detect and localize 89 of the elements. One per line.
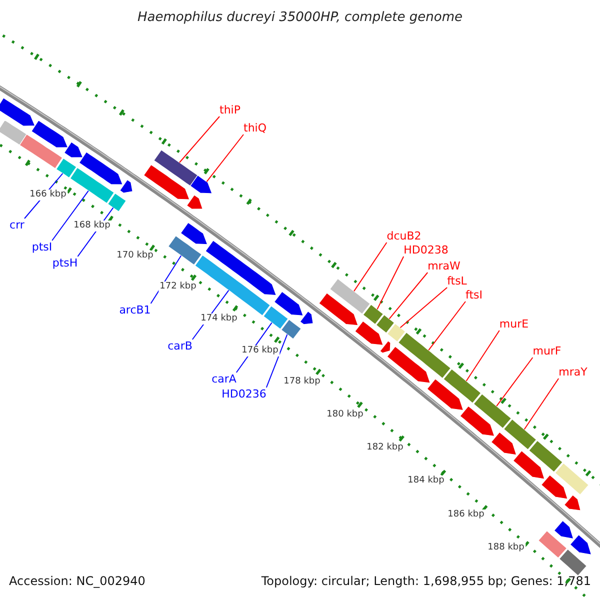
scale-label: 170 kbp (116, 250, 154, 262)
scale-label: 168 kbp (72, 220, 112, 232)
gene-bar (443, 368, 482, 404)
leader-line (524, 378, 560, 430)
gene-bar (473, 393, 512, 429)
gene-feature (78, 152, 124, 185)
scale-label: 178 kbp (282, 376, 322, 388)
gene-name: HD0238 (404, 244, 448, 256)
leader-line (376, 256, 404, 310)
gene-feature (186, 194, 204, 210)
gene-name: dcuB2 (386, 230, 422, 242)
gene-name: ptsH (52, 256, 78, 270)
gene-feature (554, 520, 574, 540)
leader-line (179, 116, 220, 163)
accession-text: Accession: NC_002940 (9, 574, 146, 589)
scale-label: 180 kbp (326, 410, 364, 420)
gene-name: crr (10, 218, 24, 232)
gene-feature (0, 97, 36, 126)
gene-feature (386, 346, 431, 384)
gene-feature (426, 378, 464, 411)
gene-bar (0, 120, 28, 146)
gene-feature (205, 240, 277, 296)
gene-name: carA (212, 372, 236, 386)
scale-label: 174 kbp (200, 314, 238, 324)
leader-line (52, 190, 89, 241)
gene-name: murF (532, 344, 562, 358)
gene-feature (300, 310, 314, 325)
gene-name: thiP (220, 104, 240, 116)
leader-line (466, 330, 500, 382)
scale-label: 188 kbp (486, 542, 526, 554)
gene-feature (490, 432, 517, 456)
gene-feature (180, 222, 208, 245)
gene-bar (168, 235, 202, 266)
gene-name: mraY (558, 366, 588, 378)
gene-bar (376, 314, 395, 334)
gene-feature (460, 406, 495, 437)
leader-line (388, 272, 428, 320)
gene-feature (190, 174, 212, 194)
leader-line (428, 301, 466, 351)
scale-label: 184 kbp (406, 476, 446, 486)
gene-name: arcB1 (119, 304, 151, 316)
gene-feature (318, 292, 358, 326)
gene-feature (119, 179, 133, 194)
gene-feature (30, 120, 68, 148)
scale-label: 186 kbp (446, 510, 486, 520)
gene-bar (262, 305, 289, 330)
gene-name: murE (499, 318, 529, 330)
gene-name: mraW (428, 260, 460, 272)
gene-bar (538, 530, 568, 558)
gene-bar (329, 278, 371, 314)
gene-bar (56, 158, 77, 178)
gene-bar (528, 440, 563, 472)
leader-line (400, 287, 448, 328)
gene-bar (386, 323, 406, 342)
genome-info-text: Topology: circular; Length: 1,698,955 bp; Genes: 1,781 (261, 574, 591, 589)
gene-bar (153, 149, 198, 186)
leader-line (206, 134, 244, 182)
gene-name: thiQ (244, 122, 266, 134)
gene-bar (503, 418, 537, 450)
gene-bar (398, 332, 452, 379)
gene-bar (554, 462, 590, 496)
gene-feature (64, 142, 84, 158)
title: Haemophilus ducreyi 35000HP, complete genome (136, 10, 464, 26)
gene-bar (558, 548, 588, 576)
gene-name: carB (168, 340, 192, 352)
gene-feature (512, 450, 545, 480)
scale-label: 172 kbp (158, 282, 198, 292)
gene-bar (19, 134, 63, 169)
scale-label: 182 kbp (366, 442, 404, 454)
gene-feature (354, 320, 384, 346)
gene-name: HD0236 (222, 388, 266, 400)
scale-label: 166 kbp (28, 190, 68, 200)
scale-label: 176 kbp (240, 346, 280, 356)
gene-name: ftsL (447, 274, 467, 288)
gene-bar (280, 319, 302, 340)
gene-feature (380, 340, 391, 354)
leader-line (354, 242, 388, 292)
gene-name: ptsI (32, 240, 52, 254)
gene-feature (564, 494, 581, 511)
leader-line (496, 357, 534, 407)
gene-feature (540, 474, 568, 500)
gene-feature (274, 291, 304, 316)
gene-bar (362, 304, 384, 325)
gene-bar (70, 167, 115, 204)
leader-line (266, 334, 288, 388)
gene-bar (107, 192, 127, 212)
gene-feature (143, 164, 190, 200)
gene-feature (570, 534, 592, 556)
gene-name: ftsI (466, 288, 482, 302)
